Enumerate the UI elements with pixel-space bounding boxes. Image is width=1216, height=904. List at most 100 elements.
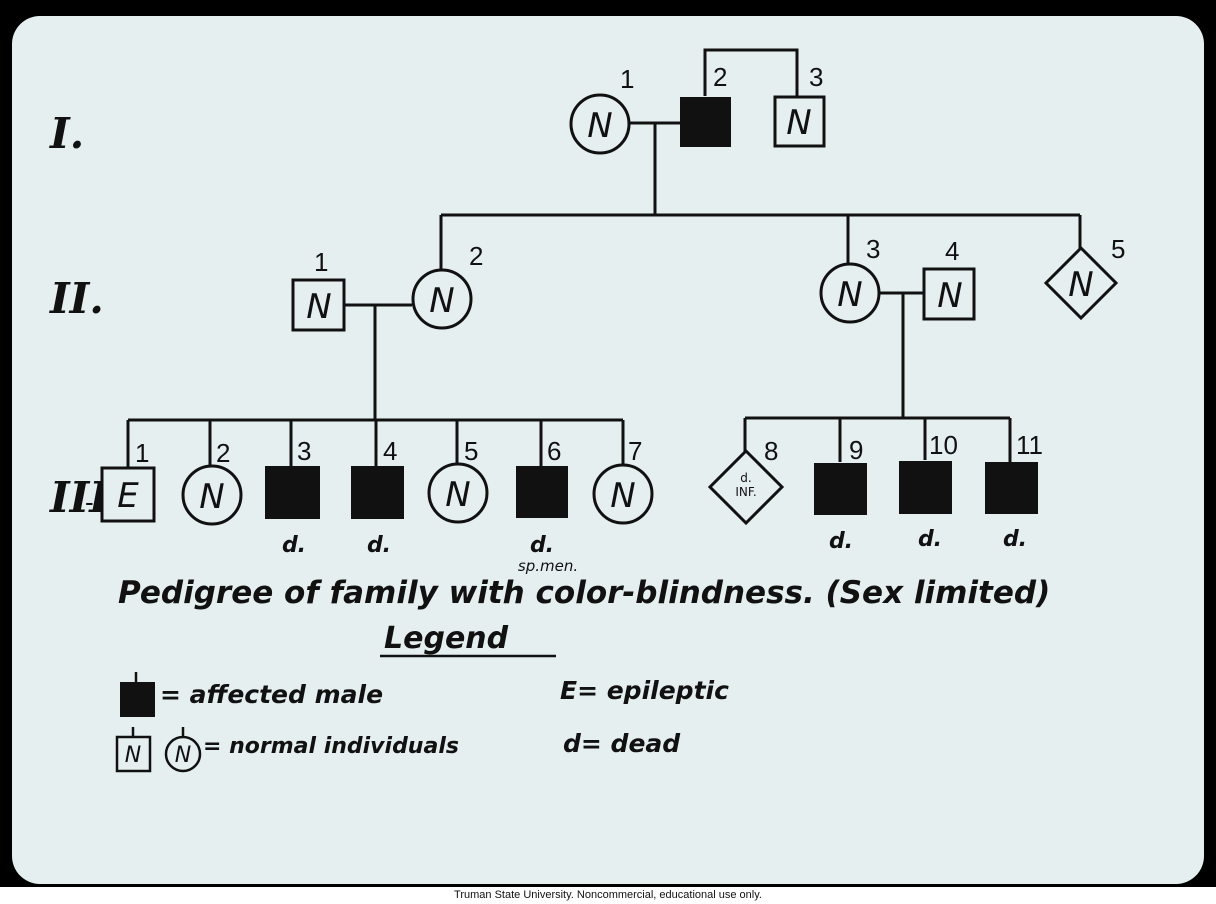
affected-male-swatch (120, 682, 155, 717)
individual-III-2: N 2 (181, 438, 243, 526)
dead-note: d. (282, 533, 306, 558)
individual-III-1: E 1 (100, 438, 156, 523)
male-symbol (100, 466, 156, 523)
individual-III-6: 6 d. sp.men. (516, 436, 578, 575)
individual-number: 4 (383, 436, 397, 466)
individual-number: 9 (849, 435, 863, 465)
unknown-sex-symbol (1043, 245, 1119, 321)
affected-male-symbol (814, 463, 867, 515)
individual-III-7: N 7 (592, 436, 654, 525)
symbol-mark-2: INF. (735, 485, 756, 499)
normal-female-swatch (164, 735, 202, 773)
legend-affected-male: = affected male (120, 672, 383, 717)
male-symbol (922, 267, 976, 321)
legend-normal: N N = normal individuals (115, 727, 459, 773)
symbol-mark: N (786, 103, 811, 143)
female-symbol (819, 262, 881, 324)
individual-III-9: 9 d. (814, 435, 867, 554)
slide-card (12, 16, 1204, 884)
normal-female-mark: N (175, 743, 191, 768)
affected-male-symbol (899, 461, 952, 514)
individual-number: 7 (628, 436, 642, 466)
female-symbol (569, 93, 631, 155)
symbol-mark: N (937, 276, 962, 316)
individual-I-3: N 3 (773, 62, 826, 148)
affected-male-symbol (680, 97, 731, 147)
symbol-mark: N (429, 281, 454, 321)
individual-number: 4 (945, 236, 959, 266)
individual-III-4: 4 d. (351, 436, 404, 558)
symbol-mark: N (306, 287, 331, 327)
individual-number: 5 (1111, 234, 1125, 264)
symbol-mark: d. (740, 471, 751, 485)
generation-label-1: I. (49, 109, 84, 158)
generation-label-3: III (49, 473, 110, 522)
dead-note: d. (530, 533, 554, 558)
individual-number: 3 (809, 62, 823, 92)
individual-number: 1 (314, 247, 328, 277)
symbol-mark: N (445, 475, 470, 515)
individual-number: 3 (297, 436, 311, 466)
individual-number: 1 (620, 64, 634, 94)
dead-note: d. (918, 527, 942, 552)
female-symbol (427, 462, 489, 524)
male-symbol (773, 95, 826, 148)
individual-number: 8 (764, 436, 778, 466)
female-symbol (411, 268, 473, 330)
legend-normal-label: = normal individuals (203, 734, 459, 759)
generation-label-2: II. (49, 274, 104, 323)
symbol-mark: N (587, 106, 612, 146)
individual-number: 11 (1016, 430, 1043, 460)
affected-male-symbol (516, 466, 568, 518)
dead-note: d. (367, 533, 391, 558)
individual-number: 1 (135, 438, 149, 468)
individual-number: 10 (929, 430, 958, 460)
affected-male-symbol (265, 466, 320, 519)
individual-III-10: 10 d. (899, 430, 958, 552)
individual-number: 5 (464, 436, 478, 466)
unknown-sex-symbol (707, 448, 785, 526)
individual-number: 2 (713, 62, 727, 92)
generation-3-dash: - (85, 487, 94, 517)
symbol-mark: N (1068, 265, 1093, 305)
individual-III-8: d. INF. 8 (707, 436, 785, 526)
specimen-note: sp.men. (518, 557, 578, 575)
individual-number: 2 (216, 438, 230, 468)
individual-I-2: 2 (680, 62, 731, 147)
individual-II-2: N 2 (411, 241, 483, 330)
diagram-title: Pedigree of family with color-blindness.… (118, 575, 1050, 611)
individual-I-1: N 1 (569, 64, 634, 155)
individual-II-3: N 3 (819, 234, 881, 324)
individual-number: 6 (547, 436, 561, 466)
affected-male-symbol (985, 462, 1038, 514)
normal-male-mark: N (125, 743, 141, 768)
individual-III-3: 3 d. (265, 436, 320, 558)
legend-heading: Legend (384, 621, 509, 656)
symbol-mark: N (610, 476, 635, 516)
symbol-mark: E (117, 476, 139, 516)
individual-III-5: N 5 (427, 436, 489, 524)
affected-male-symbol (351, 466, 404, 519)
female-symbol (181, 464, 243, 526)
credit-line: Truman State University. Noncommercial, … (0, 887, 1216, 904)
symbol-mark: N (199, 477, 224, 517)
dead-note: d. (829, 529, 853, 554)
individual-III-11: 11 d. (985, 430, 1043, 552)
legend-affected-label: = affected male (160, 680, 383, 709)
sibship-line-I2-I3 (703, 48, 799, 97)
male-symbol (291, 278, 346, 332)
dead-note: d. (1003, 527, 1027, 552)
female-symbol (592, 463, 654, 525)
legend-epileptic: E= epileptic (560, 676, 729, 705)
individual-number: 3 (866, 234, 880, 264)
individual-II-4: N 4 (922, 236, 976, 321)
individual-II-1: N 1 (291, 247, 346, 332)
legend-dead: d= dead (563, 729, 681, 758)
normal-male-swatch (115, 735, 152, 773)
symbol-mark: N (837, 275, 862, 315)
individual-II-5: N 5 (1043, 234, 1125, 321)
individual-number: 2 (469, 241, 483, 271)
pedigree-lines (126, 48, 1082, 468)
